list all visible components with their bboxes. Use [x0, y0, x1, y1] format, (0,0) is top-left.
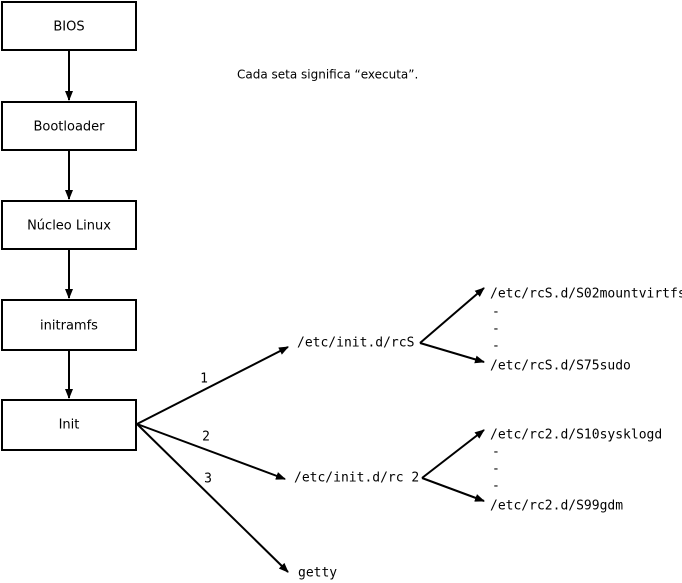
node-kernel[interactable]: Núcleo Linux: [1, 200, 137, 250]
script-rc2-ellipsis-2: -: [492, 462, 500, 477]
branch-number-3: 3: [204, 472, 212, 487]
node-bios[interactable]: BIOS: [1, 1, 137, 51]
label-init-d-rc2[interactable]: /etc/init.d/rc 2: [294, 471, 419, 486]
script-rcs-ellipsis-2: -: [492, 322, 500, 337]
node-bootloader[interactable]: Bootloader: [1, 101, 137, 151]
script-rc2-ellipsis-1: -: [492, 445, 500, 460]
node-kernel-label: Núcleo Linux: [27, 219, 111, 234]
arrow-rc2-to-first-script: [421, 429, 485, 479]
label-getty[interactable]: getty: [298, 566, 337, 581]
arrow-rc2-to-last-script: [421, 477, 485, 502]
node-bios-label: BIOS: [53, 20, 84, 35]
node-kernel-box: [1, 200, 137, 250]
branch-number-2: 2: [202, 430, 210, 445]
arrow-init-to-rcs: [136, 346, 289, 425]
node-init-label: Init: [59, 418, 80, 433]
script-rcs-last[interactable]: /etc/rcS.d/S75sudo: [490, 359, 631, 374]
arrow-init-to-getty: [136, 423, 289, 573]
arrow-init-to-rc2: [136, 423, 286, 480]
node-bootloader-label: Bootloader: [33, 120, 105, 135]
script-rc2-last[interactable]: /etc/rc2.d/S99gdm: [490, 499, 623, 514]
branch-number-1: 1: [200, 372, 208, 387]
script-rc2-ellipsis-3: -: [492, 479, 500, 494]
script-rcs-ellipsis-3: -: [492, 339, 500, 354]
diagram-caption: Cada seta significa “executa”.: [237, 68, 418, 82]
arrow-rcs-to-first-script: [419, 287, 485, 344]
label-init-d-rcs[interactable]: /etc/init.d/rcS: [297, 336, 414, 351]
node-bootloader-box: [1, 101, 137, 151]
script-rc2-first[interactable]: /etc/rc2.d/S10sysklogd: [490, 428, 662, 443]
node-init[interactable]: Init: [1, 399, 137, 451]
script-rcs-ellipsis-1: -: [492, 305, 500, 320]
node-initramfs[interactable]: initramfs: [1, 299, 137, 351]
script-rcs-first[interactable]: /etc/rcS.d/S02mountvirtfs: [490, 287, 682, 302]
node-initramfs-label: initramfs: [40, 319, 98, 334]
node-bios-box: [1, 1, 137, 51]
node-init-box: [1, 399, 137, 451]
arrow-rcs-to-last-script: [419, 342, 485, 364]
